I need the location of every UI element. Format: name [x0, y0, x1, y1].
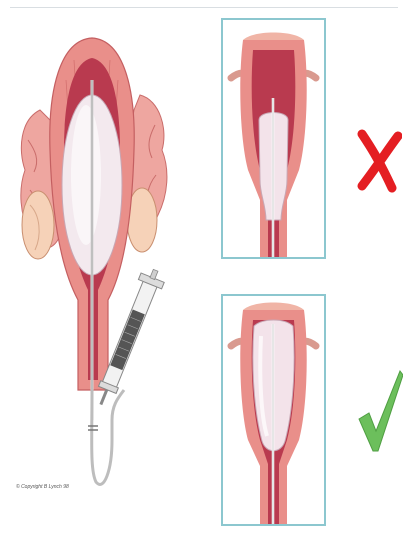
copyright-notice: © Copyright B Lynch 98	[16, 484, 69, 490]
panel-incorrect-placement	[221, 18, 326, 259]
catheter-tube	[92, 390, 124, 484]
uterus-balloon-illustration	[0, 0, 210, 500]
balloon-correct-diagram	[223, 296, 324, 524]
x-mark-icon	[356, 128, 402, 194]
panel-correct-placement	[221, 294, 326, 526]
balloon-malposition-diagram	[223, 20, 324, 257]
checkmark-icon	[356, 367, 403, 457]
